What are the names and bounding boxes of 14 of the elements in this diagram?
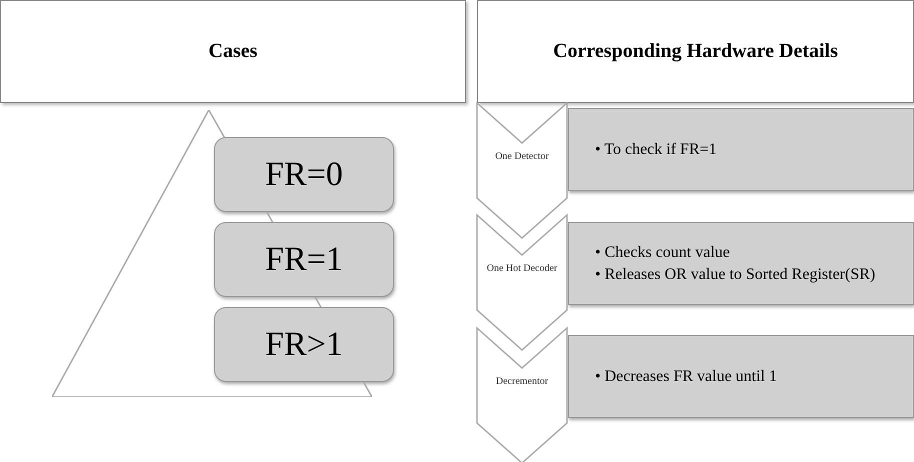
bullet-text: • Decreases FR value until 1	[595, 368, 778, 386]
chevron-label: One Detector	[494, 151, 550, 163]
bullet-text: • To check if FR=1	[595, 140, 718, 158]
detail-box	[568, 222, 914, 305]
detail-box	[568, 108, 914, 191]
column-header: Cases	[0, 0, 466, 103]
case-box: FR=0	[214, 137, 394, 212]
case-box: FR=1	[214, 222, 394, 297]
bullet-text: • Checks count value	[595, 244, 731, 262]
chevron-label: One Hot Decoder	[486, 263, 558, 275]
chevron-label: Decrementor	[494, 376, 550, 388]
bullet-text: • Releases OR value to Sorted Register(SR)	[595, 266, 876, 284]
detail-box	[568, 335, 914, 418]
case-box: FR>1	[214, 307, 394, 382]
